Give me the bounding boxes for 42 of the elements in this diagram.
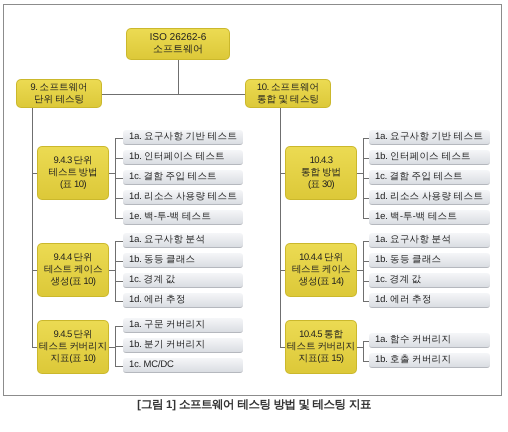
- connector-line: [108, 173, 124, 219]
- item-box: 1a. 요구사항 기반 테스트: [123, 130, 243, 145]
- section-box: 10. 소프트웨어 통합 및 테스팅: [245, 79, 331, 108]
- subsection-box: 10.4.4 단위 테스트 케이스 생성(표 14): [285, 243, 357, 297]
- item-box: 1a. 요구사항 분석: [123, 233, 243, 248]
- subsection-box: 9.4.5 단위 테스트 커버리지 지표(표 10): [37, 320, 109, 374]
- root-box: ISO 26262-6 소프트웨어: [126, 28, 230, 60]
- subsection-box: 10.4.5 통합 테스트 커버리지 지표(표 15): [285, 320, 357, 374]
- item-box: 1d. 리소스 사용량 테스트: [123, 190, 243, 205]
- item-box: 1c. 경계 값: [369, 273, 490, 288]
- item-box: 1e. 백-투-백 테스트: [369, 210, 490, 225]
- section-box: 9. 소프트웨어 단위 테스팅: [16, 79, 102, 108]
- item-box: 1a. 요구사항 기반 테스트: [369, 130, 490, 145]
- item-box: 1b. 호출 커버리지: [369, 353, 490, 368]
- item-box: 1b. 인터페이스 테스트: [369, 150, 490, 165]
- item-box: 1c. 결함 주입 테스트: [123, 170, 243, 185]
- item-box: 1c. 경계 값: [123, 273, 243, 288]
- figure-caption: [그림 1] 소프트웨어 테스팅 방법 및 테스팅 지표: [136, 398, 372, 412]
- connector-line: [356, 173, 370, 219]
- subsection-box: 10.4.3 통합 방법 (표 30): [285, 146, 357, 200]
- subsection-box: 9.4.3 단위 테스트 방법 (표 10): [37, 146, 109, 200]
- connector-line: [356, 270, 370, 302]
- item-box: 1c. MC/DC: [123, 358, 243, 373]
- item-box: 1b. 동등 클래스: [369, 253, 490, 268]
- item-box: 1b. 인터페이스 테스트: [123, 150, 243, 165]
- subsection-box: 9.4.4 단위 테스트 케이스 생성(표 10): [37, 243, 109, 297]
- item-box: 1e. 백-투-백 테스트: [123, 210, 243, 225]
- item-box: 1a. 함수 커버리지: [369, 333, 490, 348]
- connector-line: [178, 60, 246, 95]
- item-box: 1b. 분기 커버리지: [123, 338, 243, 353]
- connector-line: [356, 347, 370, 362]
- connector-line: [108, 270, 124, 302]
- item-box: 1d. 리소스 사용량 테스트: [369, 190, 490, 205]
- connector-line: [280, 108, 286, 348]
- item-box: 1c. 결함 주입 테스트: [369, 170, 490, 185]
- connector-line: [32, 108, 38, 348]
- item-box: 1b. 동등 클래스: [123, 253, 243, 268]
- connector-line: [108, 347, 124, 367]
- item-box: 1d. 에러 추정: [123, 293, 243, 308]
- item-box: 1a. 구문 커버리지: [123, 318, 243, 333]
- item-box: 1a. 요구사항 분석: [369, 233, 490, 248]
- item-box: 1d. 에러 추정: [369, 293, 490, 308]
